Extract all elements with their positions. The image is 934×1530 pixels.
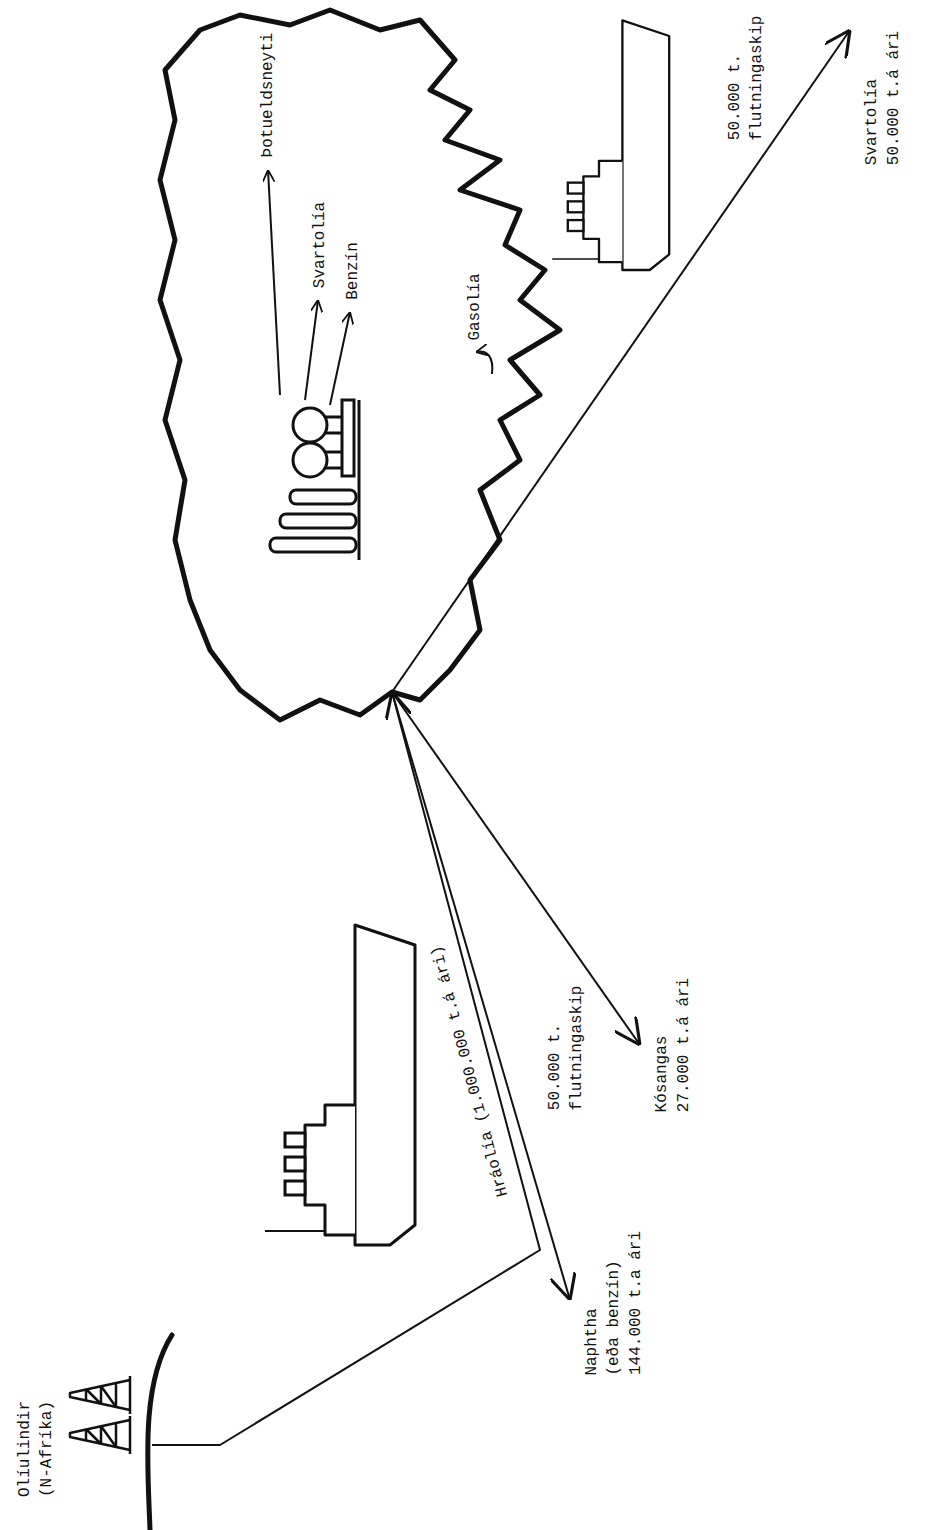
refinery-symbol [326, 451, 342, 454]
refinery-symbol [270, 538, 356, 552]
map-label: Svartolía [862, 79, 882, 165]
refinery-symbol [326, 432, 342, 435]
map-label: 27.000 t.á ári [674, 978, 694, 1112]
map-label: Olíulindir [15, 1401, 35, 1497]
product-arrows [476, 352, 492, 374]
product-arrows [268, 170, 492, 405]
export-arrows [392, 692, 570, 1300]
map-label: Svartolía [310, 202, 330, 288]
tanker-ship [265, 925, 415, 1245]
refinery-symbol [280, 514, 356, 528]
map-label: 50.000 t.á ári [884, 31, 904, 165]
refinery-symbol [358, 400, 361, 560]
map-label: Benzín [343, 242, 363, 300]
product-arrows [305, 300, 318, 400]
map-label: (eða benzín) [604, 1260, 624, 1375]
map-label: 50.000 t. [725, 54, 745, 140]
map-label: 50.000 t. [545, 1024, 565, 1110]
refinery-symbol [293, 408, 327, 442]
tanker-ship [552, 20, 669, 270]
product-arrows [268, 170, 280, 395]
refinery-symbol [342, 400, 354, 476]
export-arrows [392, 30, 850, 692]
oil-derrick [70, 1416, 130, 1454]
map-label: flutningaskip [747, 15, 767, 140]
refinery-symbol [326, 416, 342, 419]
crude-route [152, 692, 540, 1445]
refinery-symbol [293, 443, 327, 477]
map-label: Þotueldsneyti [258, 33, 278, 158]
africa-coastline [148, 1335, 172, 1530]
map-label: Kósangas [652, 1035, 672, 1112]
product-arrows [330, 312, 350, 405]
iceland-coastline [160, 10, 560, 720]
refinery-symbol [326, 467, 342, 470]
map-label: Gasolía [465, 273, 485, 340]
refinery-symbol [290, 490, 356, 504]
map-label: Naphtha [582, 1308, 602, 1375]
map-label: (N-Afríka) [37, 1401, 57, 1497]
refinery-symbol [270, 400, 359, 560]
map-label: flutningaskip [567, 985, 587, 1110]
oil-derrick [70, 1376, 130, 1414]
map-label: Hráolía (1.000.000 t.á ári) [427, 943, 513, 1199]
export-arrows [392, 692, 640, 1045]
map-label: 144.000 t.a ári [626, 1231, 646, 1375]
